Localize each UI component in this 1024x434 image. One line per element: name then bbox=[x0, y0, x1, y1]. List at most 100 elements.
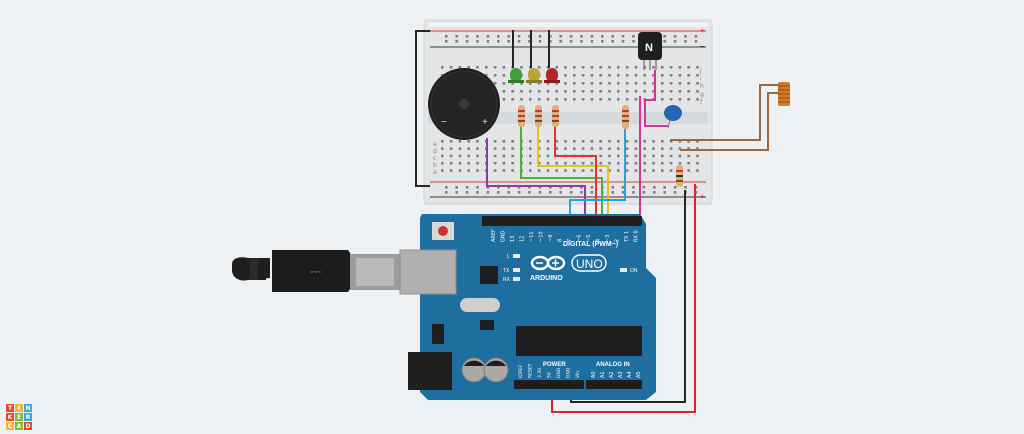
breadboard-hole[interactable] bbox=[696, 74, 699, 77]
led-green[interactable] bbox=[508, 68, 524, 83]
breadboard-hole[interactable] bbox=[611, 191, 614, 194]
wire-red-led[interactable] bbox=[554, 127, 597, 224]
breadboard-hole[interactable] bbox=[663, 40, 666, 43]
breadboard-hole[interactable] bbox=[611, 40, 614, 43]
breadboard-hole[interactable] bbox=[486, 191, 490, 194]
breadboard-hole[interactable] bbox=[625, 154, 629, 158]
breadboard-hole[interactable] bbox=[696, 82, 699, 85]
breadboard-hole[interactable] bbox=[449, 169, 453, 172]
breadboard-hole[interactable] bbox=[476, 140, 479, 143]
breadboard-hole[interactable] bbox=[581, 90, 585, 93]
breadboard-hole[interactable] bbox=[486, 186, 490, 189]
breadboard-hole[interactable] bbox=[687, 140, 690, 143]
breadboard-hole[interactable] bbox=[608, 154, 611, 158]
breadboard-hole[interactable] bbox=[581, 147, 585, 150]
breadboard-hole[interactable] bbox=[573, 66, 576, 69]
breadboard-hole[interactable] bbox=[617, 161, 620, 165]
breadboard-hole[interactable] bbox=[617, 90, 620, 93]
breadboard-hole[interactable] bbox=[696, 161, 699, 165]
breadboard-hole[interactable] bbox=[669, 90, 673, 93]
ceramic-capacitor[interactable] bbox=[664, 105, 682, 129]
breadboard-hole[interactable] bbox=[581, 66, 585, 69]
breadboard-hole[interactable] bbox=[497, 40, 500, 43]
breadboard-hole[interactable] bbox=[538, 40, 542, 43]
breadboard-hole[interactable] bbox=[537, 154, 541, 158]
breadboard-hole[interactable] bbox=[555, 82, 558, 85]
breadboard-hole[interactable] bbox=[661, 66, 664, 69]
breadboard-hole[interactable] bbox=[590, 40, 594, 43]
breadboard-hole[interactable] bbox=[625, 169, 629, 172]
breadboard-hole[interactable] bbox=[608, 161, 611, 165]
breadboard-hole[interactable] bbox=[441, 161, 444, 165]
breadboard-hole[interactable] bbox=[687, 74, 690, 77]
breadboard-hole[interactable] bbox=[643, 90, 646, 93]
breadboard-hole[interactable] bbox=[652, 140, 655, 143]
breadboard-hole[interactable] bbox=[537, 147, 541, 150]
breadboard-hole[interactable] bbox=[617, 82, 620, 85]
breadboard-hole[interactable] bbox=[564, 147, 567, 150]
breadboard-hole[interactable] bbox=[546, 161, 550, 165]
breadboard-hole[interactable] bbox=[502, 98, 506, 101]
breadboard-hole[interactable] bbox=[537, 169, 541, 172]
breadboard-hole[interactable] bbox=[687, 98, 690, 101]
breadboard-hole[interactable] bbox=[652, 82, 655, 85]
breadboard-hole[interactable] bbox=[555, 147, 558, 150]
breadboard-hole[interactable] bbox=[625, 82, 629, 85]
breadboard-hole[interactable] bbox=[601, 35, 604, 38]
breadboard-hole[interactable] bbox=[502, 140, 506, 143]
breadboard-hole[interactable] bbox=[661, 98, 664, 101]
breadboard-hole[interactable] bbox=[634, 90, 638, 93]
breadboard-hole[interactable] bbox=[449, 154, 453, 158]
breadboard-hole[interactable] bbox=[455, 191, 458, 194]
breadboard-hole[interactable] bbox=[663, 186, 666, 189]
breadboard-hole[interactable] bbox=[580, 191, 583, 194]
breadboard-hole[interactable] bbox=[687, 169, 690, 172]
breadboard-hole[interactable] bbox=[661, 169, 664, 172]
breadboard-hole[interactable] bbox=[581, 140, 585, 143]
breadboard-hole[interactable] bbox=[476, 191, 479, 194]
breadboard-hole[interactable] bbox=[573, 74, 576, 77]
wire-purple[interactable] bbox=[486, 138, 586, 224]
breadboard-hole[interactable] bbox=[684, 35, 687, 38]
breadboard-hole[interactable] bbox=[458, 169, 462, 172]
breadboard-hole[interactable] bbox=[546, 66, 550, 69]
breadboard-hole[interactable] bbox=[590, 74, 594, 77]
breadboard-hole[interactable] bbox=[455, 186, 458, 189]
resistor[interactable] bbox=[535, 105, 542, 127]
breadboard-hole[interactable] bbox=[599, 161, 602, 165]
breadboard-hole[interactable] bbox=[678, 161, 682, 165]
breadboard-hole[interactable] bbox=[617, 98, 620, 101]
breadboard-hole[interactable] bbox=[573, 140, 576, 143]
breadboard-hole[interactable] bbox=[520, 66, 523, 69]
breadboard-hole[interactable] bbox=[538, 186, 542, 189]
breadboard-hole[interactable] bbox=[643, 82, 646, 85]
breadboard-hole[interactable] bbox=[520, 90, 523, 93]
breadboard-hole[interactable] bbox=[528, 35, 531, 38]
breadboard-hole[interactable] bbox=[529, 147, 532, 150]
breadboard-hole[interactable] bbox=[445, 35, 448, 38]
breadboard-hole[interactable] bbox=[634, 74, 638, 77]
breadboard-hole[interactable] bbox=[608, 140, 611, 143]
breadboard-hole[interactable] bbox=[590, 66, 594, 69]
breadboard-hole[interactable] bbox=[608, 98, 611, 101]
breadboard-hole[interactable] bbox=[653, 186, 656, 189]
breadboard-hole[interactable] bbox=[507, 186, 510, 189]
breadboard-hole[interactable] bbox=[608, 90, 611, 93]
breadboard-hole[interactable] bbox=[581, 161, 585, 165]
breadboard-hole[interactable] bbox=[632, 191, 635, 194]
breadboard-hole[interactable] bbox=[465, 40, 469, 43]
breadboard-hole[interactable] bbox=[611, 186, 614, 189]
breadboard-hole[interactable] bbox=[673, 40, 677, 43]
breadboard-hole[interactable] bbox=[486, 40, 490, 43]
breadboard-hole[interactable] bbox=[517, 191, 521, 194]
resistor-group[interactable] bbox=[518, 105, 683, 187]
breadboard-hole[interactable] bbox=[625, 74, 629, 77]
breadboard-hole[interactable] bbox=[652, 74, 655, 77]
breadboard-hole[interactable] bbox=[555, 66, 558, 69]
breadboard-hole[interactable] bbox=[441, 66, 444, 69]
breadboard-hole[interactable] bbox=[507, 40, 510, 43]
breadboard-hole[interactable] bbox=[581, 82, 585, 85]
breadboard-hole[interactable] bbox=[555, 140, 558, 143]
breadboard-hole[interactable] bbox=[546, 82, 550, 85]
breadboard-hole[interactable] bbox=[590, 169, 594, 172]
